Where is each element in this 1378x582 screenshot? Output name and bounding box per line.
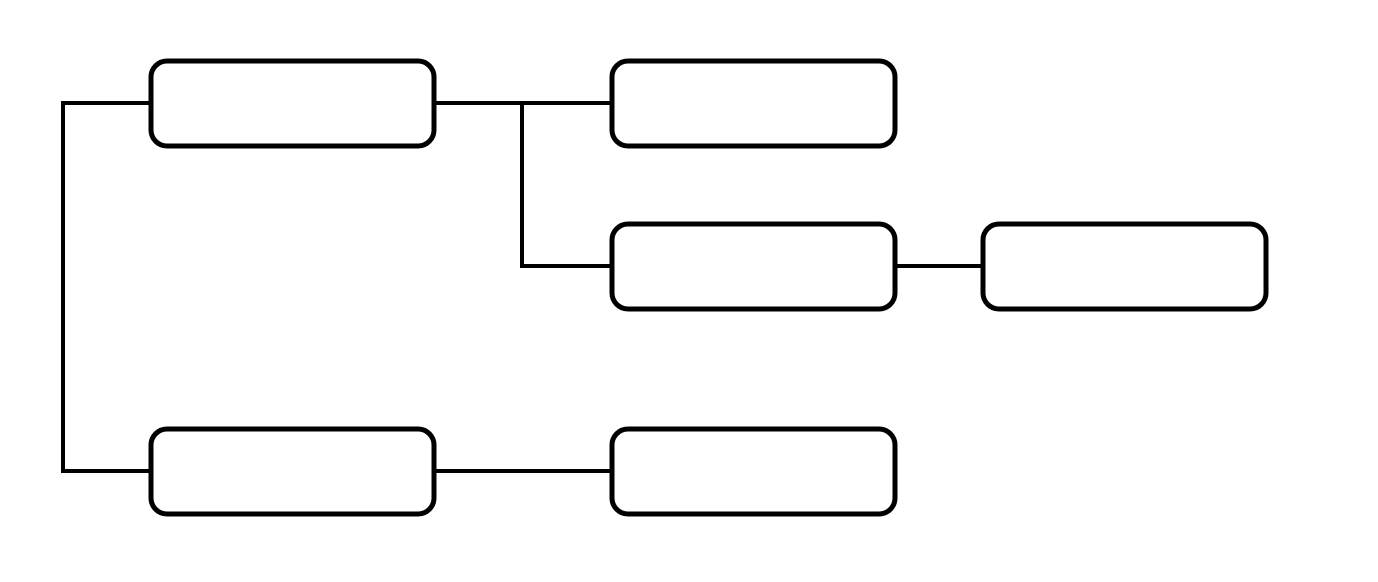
node-box xyxy=(148,58,437,149)
node-box xyxy=(980,221,1269,312)
node-top-left xyxy=(148,58,437,149)
node-box xyxy=(609,221,898,312)
node-middle xyxy=(609,221,898,312)
connectors xyxy=(61,101,985,473)
node-box xyxy=(609,58,898,149)
node-bottom-left xyxy=(148,426,437,517)
nodes xyxy=(148,58,1269,517)
node-box xyxy=(148,426,437,517)
node-box xyxy=(609,426,898,517)
node-top-middle xyxy=(609,58,898,149)
node-right xyxy=(980,221,1269,312)
node-bottom-middle xyxy=(609,426,898,517)
